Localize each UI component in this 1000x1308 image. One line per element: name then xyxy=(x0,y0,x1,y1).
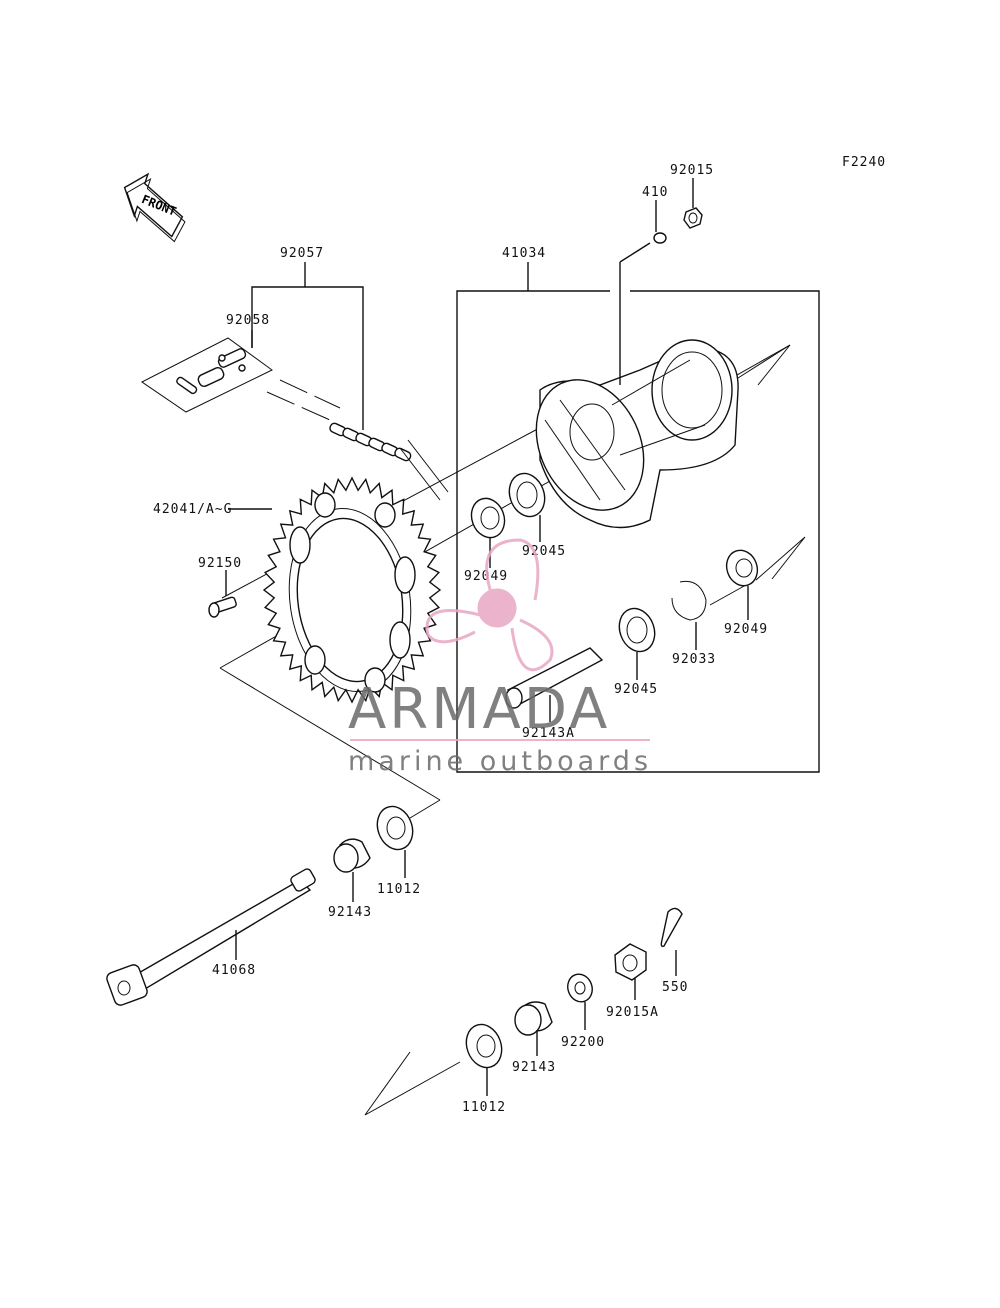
label-41034: 41034 xyxy=(502,246,546,261)
label-42041: 42041/A~G xyxy=(153,502,232,517)
washer-92200 xyxy=(567,973,593,1030)
label-11012-upper: 11012 xyxy=(377,882,421,897)
chain-link-kit xyxy=(141,330,273,413)
nut-92015 xyxy=(683,178,703,229)
label-92143-lower: 92143 xyxy=(512,1060,556,1075)
cotter-pin-550 xyxy=(660,907,683,976)
collar-11012-upper xyxy=(219,667,441,878)
circlip-92033 xyxy=(671,580,707,650)
label-550: 550 xyxy=(662,980,688,995)
label-92015: 92015 xyxy=(670,163,714,178)
watermark-tagline: marine outboards xyxy=(348,746,652,777)
bearing-92045-upper xyxy=(508,472,546,542)
label-410: 410 xyxy=(642,185,668,200)
drive-chain xyxy=(266,379,449,501)
castle-nut-92015A xyxy=(614,943,647,1000)
collar-92143-upper xyxy=(333,838,371,902)
label-11012-lower: 11012 xyxy=(462,1100,506,1115)
label-92200: 92200 xyxy=(561,1035,605,1050)
bearing-92045-lower xyxy=(618,607,656,680)
washer-410 xyxy=(653,200,667,244)
figure-code: F2240 xyxy=(842,155,886,170)
hub-assembly-box xyxy=(456,262,820,773)
collar-92143-lower xyxy=(514,1001,553,1056)
collar-11012-lower xyxy=(465,1023,503,1096)
label-92033: 92033 xyxy=(672,652,716,667)
label-92150: 92150 xyxy=(198,556,242,571)
rear-axle xyxy=(106,868,316,1006)
watermark-brand: ARMADA xyxy=(348,677,610,742)
sprocket-bolt xyxy=(208,570,237,618)
spacer-92143A xyxy=(505,647,604,722)
label-92015A: 92015A xyxy=(606,1005,659,1020)
oil-seal-92049-right xyxy=(725,549,759,620)
label-41068: 41068 xyxy=(212,963,256,978)
label-92049-right: 92049 xyxy=(724,622,768,637)
wheel-hub xyxy=(535,242,739,529)
chain-callout xyxy=(251,262,364,430)
label-92057: 92057 xyxy=(280,246,324,261)
label-92143-upper: 92143 xyxy=(328,905,372,920)
label-92045-upper: 92045 xyxy=(522,544,566,559)
label-92045-lower: 92045 xyxy=(614,682,658,697)
label-92143A: 92143A xyxy=(522,726,575,741)
oil-seal-92049-left xyxy=(470,497,506,568)
front-arrow-icon: FRONT xyxy=(123,172,186,243)
label-92058: 92058 xyxy=(226,313,270,328)
label-92049-left: 92049 xyxy=(464,569,508,584)
watermark: ARMADA marine outboards xyxy=(348,538,652,777)
propeller-logo-icon xyxy=(425,538,554,672)
rear-sprocket xyxy=(262,476,442,704)
